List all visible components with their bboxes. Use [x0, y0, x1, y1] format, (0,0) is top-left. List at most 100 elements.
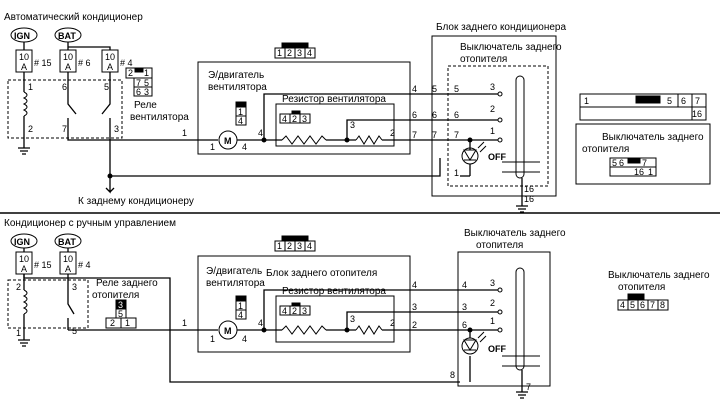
module-connector: 1 2 3 4: [274, 42, 316, 59]
svg-text:6: 6: [432, 110, 437, 120]
blower-motor: M 1 4: [200, 130, 264, 152]
fuse-6: 10 A # 6: [59, 49, 91, 73]
svg-text:A: A: [21, 264, 27, 274]
svg-text:7: 7: [650, 300, 655, 310]
svg-text:1: 1: [16, 328, 21, 338]
svg-text:8: 8: [660, 300, 665, 310]
svg-text:16: 16: [524, 184, 534, 194]
svg-text:4: 4: [258, 318, 263, 328]
svg-text:5: 5: [630, 300, 635, 310]
svg-text:5: 5: [454, 84, 459, 94]
fuse-4-bottom: 10 A # 4: [59, 251, 91, 275]
relay-connector: 2 1 7 5 6 3: [125, 67, 153, 97]
rear-heater-relay: [7, 279, 89, 329]
module-connector-bottom: 1 2 3 4: [274, 235, 316, 252]
svg-text:3: 3: [350, 314, 355, 324]
ign-label: IGN: [14, 31, 30, 41]
svg-text:7: 7: [454, 130, 459, 140]
fan-resistor: [275, 103, 395, 147]
svg-text:2: 2: [292, 114, 297, 124]
svg-text:3: 3: [412, 302, 417, 312]
svg-text:7: 7: [136, 78, 141, 88]
svg-text:3: 3: [302, 114, 307, 124]
svg-text:3: 3: [297, 48, 302, 58]
ign-terminal: IGN: [10, 27, 38, 43]
svg-text:1: 1: [210, 142, 215, 152]
svg-text:1: 1: [490, 126, 495, 136]
svg-text:A: A: [65, 264, 71, 274]
switch-label-1: Выключатель заднего: [460, 42, 562, 53]
svg-text:2: 2: [292, 306, 297, 316]
svg-text:3: 3: [462, 302, 467, 312]
svg-text:10: 10: [63, 52, 73, 62]
svg-text:# 4: # 4: [78, 260, 91, 270]
svg-text:7: 7: [642, 158, 647, 168]
resistor-label: Резистор вентилятора: [282, 94, 386, 105]
svg-text:2: 2: [287, 48, 292, 58]
svg-text:5: 5: [118, 309, 123, 319]
svg-text:3: 3: [144, 87, 149, 97]
svg-text:4: 4: [620, 300, 625, 310]
svg-text:10: 10: [63, 254, 73, 264]
svg-text:1: 1: [490, 316, 495, 326]
svg-text:# 15: # 15: [34, 260, 52, 270]
svg-text:8: 8: [450, 370, 455, 380]
svg-text:1: 1: [144, 68, 149, 78]
svg-text:6: 6: [454, 110, 459, 120]
svg-text:2: 2: [28, 124, 33, 134]
relay-label-2: вентилятора: [130, 112, 189, 123]
svg-text:1: 1: [125, 318, 130, 328]
rear-heater-switch-bottom: [457, 251, 551, 387]
svg-text:2: 2: [490, 298, 495, 308]
to-rear-ac-label: К заднему кондиционеру: [78, 196, 194, 207]
relay-label-bottom-2: отопителя: [92, 290, 139, 301]
svg-text:10: 10: [105, 52, 115, 62]
svg-text:16: 16: [524, 194, 534, 204]
svg-text:4: 4: [238, 116, 243, 126]
fuse-6-label: # 6: [78, 58, 91, 68]
rear-unit-label: Блок заднего кондиционера: [436, 22, 566, 33]
svg-text:2: 2: [390, 128, 395, 138]
relay-coil: [18, 91, 30, 155]
fuse-15: 10 A # 15: [15, 49, 52, 73]
svg-text:1: 1: [454, 168, 459, 178]
motor-connector-bottom: 1 4: [235, 295, 247, 320]
bat-terminal: BAT: [54, 27, 82, 43]
svg-text:IGN: IGN: [14, 237, 30, 247]
svg-text:3: 3: [350, 120, 355, 130]
svg-text:3: 3: [490, 278, 495, 288]
motor-connector: 1 4: [235, 101, 247, 126]
svg-text:BAT: BAT: [58, 237, 76, 247]
svg-text:6: 6: [412, 110, 417, 120]
svg-text:4: 4: [307, 48, 312, 58]
fuse-4: 10 A # 4: [101, 49, 133, 73]
rear-heater-switch: [447, 65, 549, 187]
blower-module: [197, 61, 411, 155]
svg-text:6: 6: [136, 87, 141, 97]
svg-text:4: 4: [282, 306, 287, 316]
svg-text:2: 2: [16, 282, 21, 292]
svg-text:1: 1: [648, 167, 653, 177]
svg-text:1: 1: [277, 48, 282, 58]
svg-text:2: 2: [490, 104, 495, 114]
blower-motor-bottom: M 1 4: [200, 320, 264, 344]
svg-text:3: 3: [297, 241, 302, 251]
module-label-bottom: Блок заднего отопителя: [266, 268, 377, 279]
off-label-bottom: OFF: [488, 344, 506, 354]
svg-text:1: 1: [238, 301, 243, 311]
relay-label-bottom-1: Реле заднего: [96, 278, 158, 289]
svg-text:7: 7: [526, 382, 531, 392]
svg-text:4: 4: [307, 241, 312, 251]
svg-text:4: 4: [242, 142, 247, 152]
svg-text:2: 2: [287, 241, 292, 251]
svg-text:4: 4: [258, 128, 263, 138]
svg-text:6: 6: [619, 158, 624, 168]
svg-text:M: M: [224, 136, 232, 146]
svg-text:5: 5: [667, 96, 672, 106]
svg-text:4: 4: [462, 280, 467, 290]
ign-terminal-bottom: IGN: [10, 233, 38, 249]
switch-label-2: отопителя: [460, 54, 507, 65]
svg-text:1: 1: [182, 128, 187, 138]
motor-label-bottom-2: вентилятора: [206, 278, 265, 289]
svg-text:7: 7: [695, 96, 700, 106]
